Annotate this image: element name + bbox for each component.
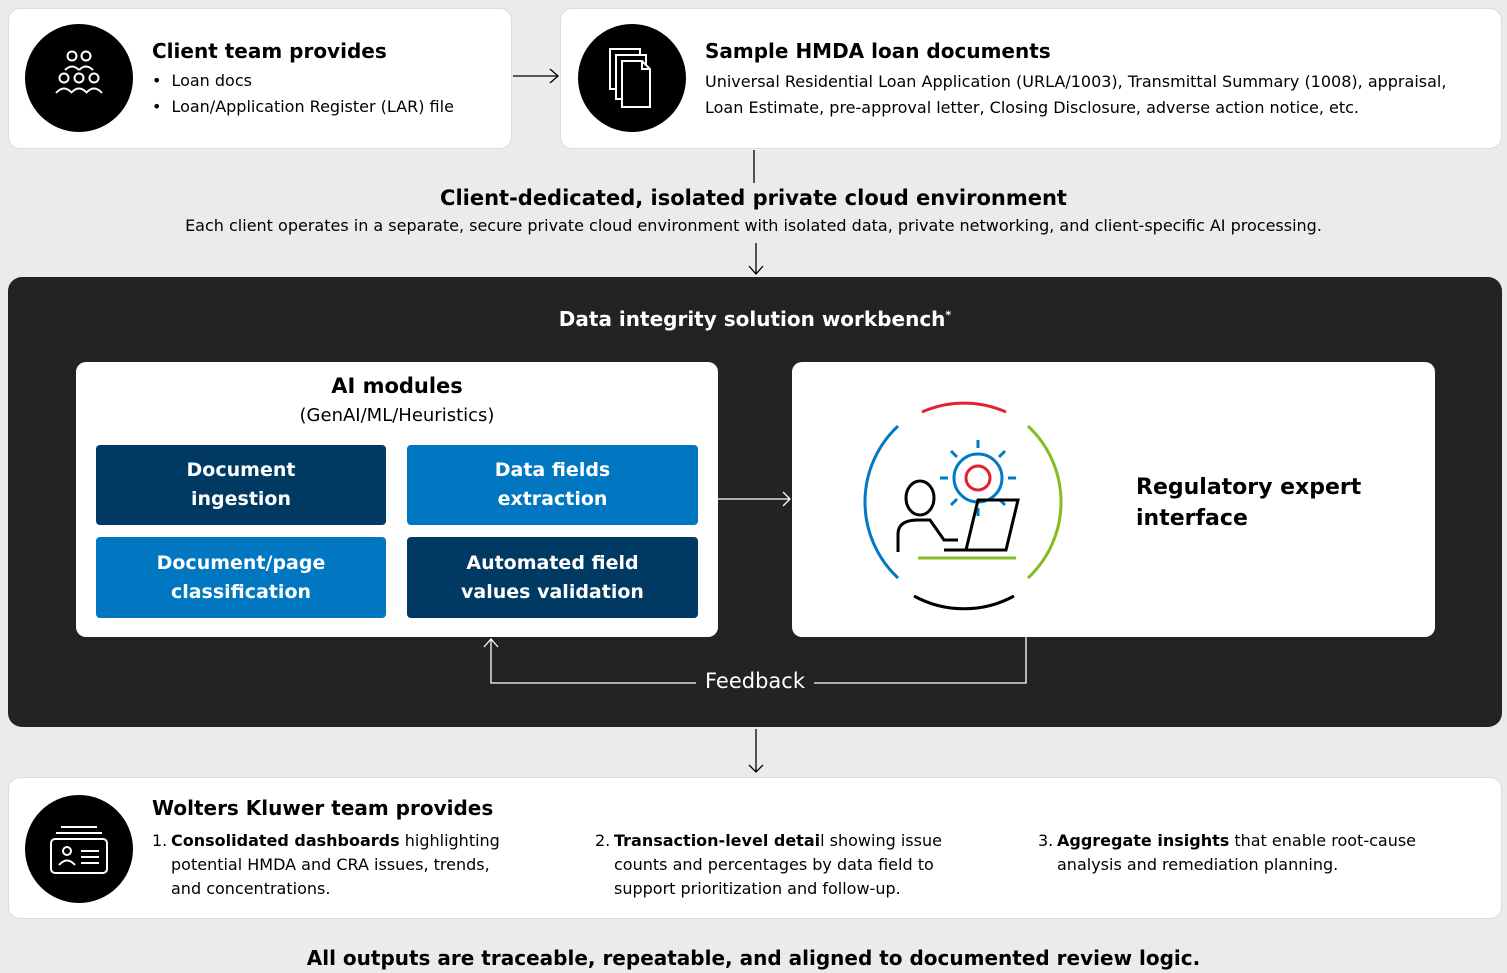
wk-card: Wolters Kluwer team provides 1. Consolid… xyxy=(8,777,1502,919)
expert-interface-card: Regulatory expert interface xyxy=(792,362,1435,637)
ai-modules-title: AI modules xyxy=(331,374,463,398)
wk-item-line: Aggregate insights that enable root-caus… xyxy=(1057,829,1458,853)
module-label-line: ingestion xyxy=(190,488,291,510)
module-label-line: Document xyxy=(186,459,296,481)
wk-item-number: 1. xyxy=(152,831,168,850)
wk-item-aggregate-insights: 3. Aggregate insights that enable root-c… xyxy=(1038,829,1458,877)
workbench-connectors xyxy=(483,491,1027,684)
cloud-title: Client-dedicated, isolated private cloud… xyxy=(440,186,1067,210)
wk-item-line3: and concentrations. xyxy=(171,879,331,898)
wk-item-dashboards: 1. Consolidated dashboards highlighting … xyxy=(152,829,552,901)
ai-modules-subtitle: (GenAI/ML/Heuristics) xyxy=(299,405,495,426)
cloud-description: Each client operates in a separate, secu… xyxy=(185,216,1322,235)
workbench-footnote-mark: * xyxy=(945,308,952,322)
client-bullets: Loan docs Loan/Application Register (LAR… xyxy=(152,68,454,120)
wk-item-number: 3. xyxy=(1038,831,1054,850)
client-card: Client team provides Loan docs Loan/Appl… xyxy=(8,8,512,149)
documents-icon xyxy=(578,24,686,132)
wk-title: Wolters Kluwer team provides xyxy=(152,796,494,820)
client-title: Client team provides xyxy=(152,39,387,63)
expert-label: Regulatory expert interface xyxy=(1136,472,1361,534)
feedback-label: Feedback xyxy=(704,669,805,693)
workbench-title-text: Data integrity solution workbench xyxy=(558,307,946,331)
client-bullet-loan-docs: Loan docs xyxy=(152,68,454,94)
sample-docs-title: Sample HMDA loan documents xyxy=(705,39,1051,63)
workbench-title: Data integrity solution workbench* xyxy=(8,307,1502,331)
sample-docs-card: Sample HMDA loan documents Universal Res… xyxy=(560,8,1502,149)
expert-label-line2: interface xyxy=(1136,506,1248,531)
wk-item-line2: potential HMDA and CRA issues, trends, xyxy=(171,855,490,874)
wk-item-line2: analysis and remediation planning. xyxy=(1057,855,1339,874)
module-label-line: Data fields xyxy=(494,459,611,481)
sample-docs-line2: Loan Estimate, pre-approval letter, Clos… xyxy=(705,98,1359,117)
wk-item-bold: Transaction-level detai xyxy=(614,831,821,850)
module-label-line: Document/page xyxy=(156,551,326,574)
wk-item-transaction-detail: 2. Transaction-level detail showing issu… xyxy=(595,829,995,901)
module-label-line: values validation xyxy=(461,580,644,603)
dashboard-profile-icon xyxy=(25,795,133,903)
module-data-fields-extraction: Data fields extraction xyxy=(407,445,698,525)
expert-label-line1: Regulatory expert xyxy=(1136,475,1362,500)
workbench-panel: Data integrity solution workbench* AI mo… xyxy=(8,277,1502,727)
wk-item-rest: l showing issue xyxy=(820,831,942,850)
wk-item-bold: Aggregate insights xyxy=(1057,831,1230,850)
sample-docs-line1: Universal Residential Loan Application (… xyxy=(705,72,1447,91)
wk-item-line: Consolidated dashboards highlighting xyxy=(171,829,552,853)
module-label-line: classification xyxy=(170,580,312,603)
wk-item-line2: counts and percentages by data field to xyxy=(614,855,934,874)
module-label-line: Automated field xyxy=(466,551,639,574)
wk-item-line: Transaction-level detail showing issue xyxy=(614,829,995,853)
wk-item-line3: support prioritization and follow-up. xyxy=(614,879,901,898)
module-label-line: extraction xyxy=(497,488,608,510)
wk-item-bold: Consolidated dashboards xyxy=(171,831,400,850)
module-automated-validation: Automated field values validation xyxy=(407,537,698,618)
wk-item-rest: that enable root-cause xyxy=(1229,831,1417,850)
module-document-classification: Document/page classification xyxy=(96,537,386,618)
wk-item-rest: highlighting xyxy=(399,831,500,850)
wk-item-number: 2. xyxy=(595,831,611,850)
expert-workstation-icon xyxy=(863,401,1063,611)
module-document-ingestion: Document ingestion xyxy=(96,445,386,525)
footer-statement: All outputs are traceable, repeatable, a… xyxy=(306,946,1201,970)
ai-modules-card: AI modules (GenAI/ML/Heuristics) Documen… xyxy=(76,362,718,637)
client-bullet-lar-file: Loan/Application Register (LAR) file xyxy=(152,94,453,120)
team-icon xyxy=(25,24,133,132)
